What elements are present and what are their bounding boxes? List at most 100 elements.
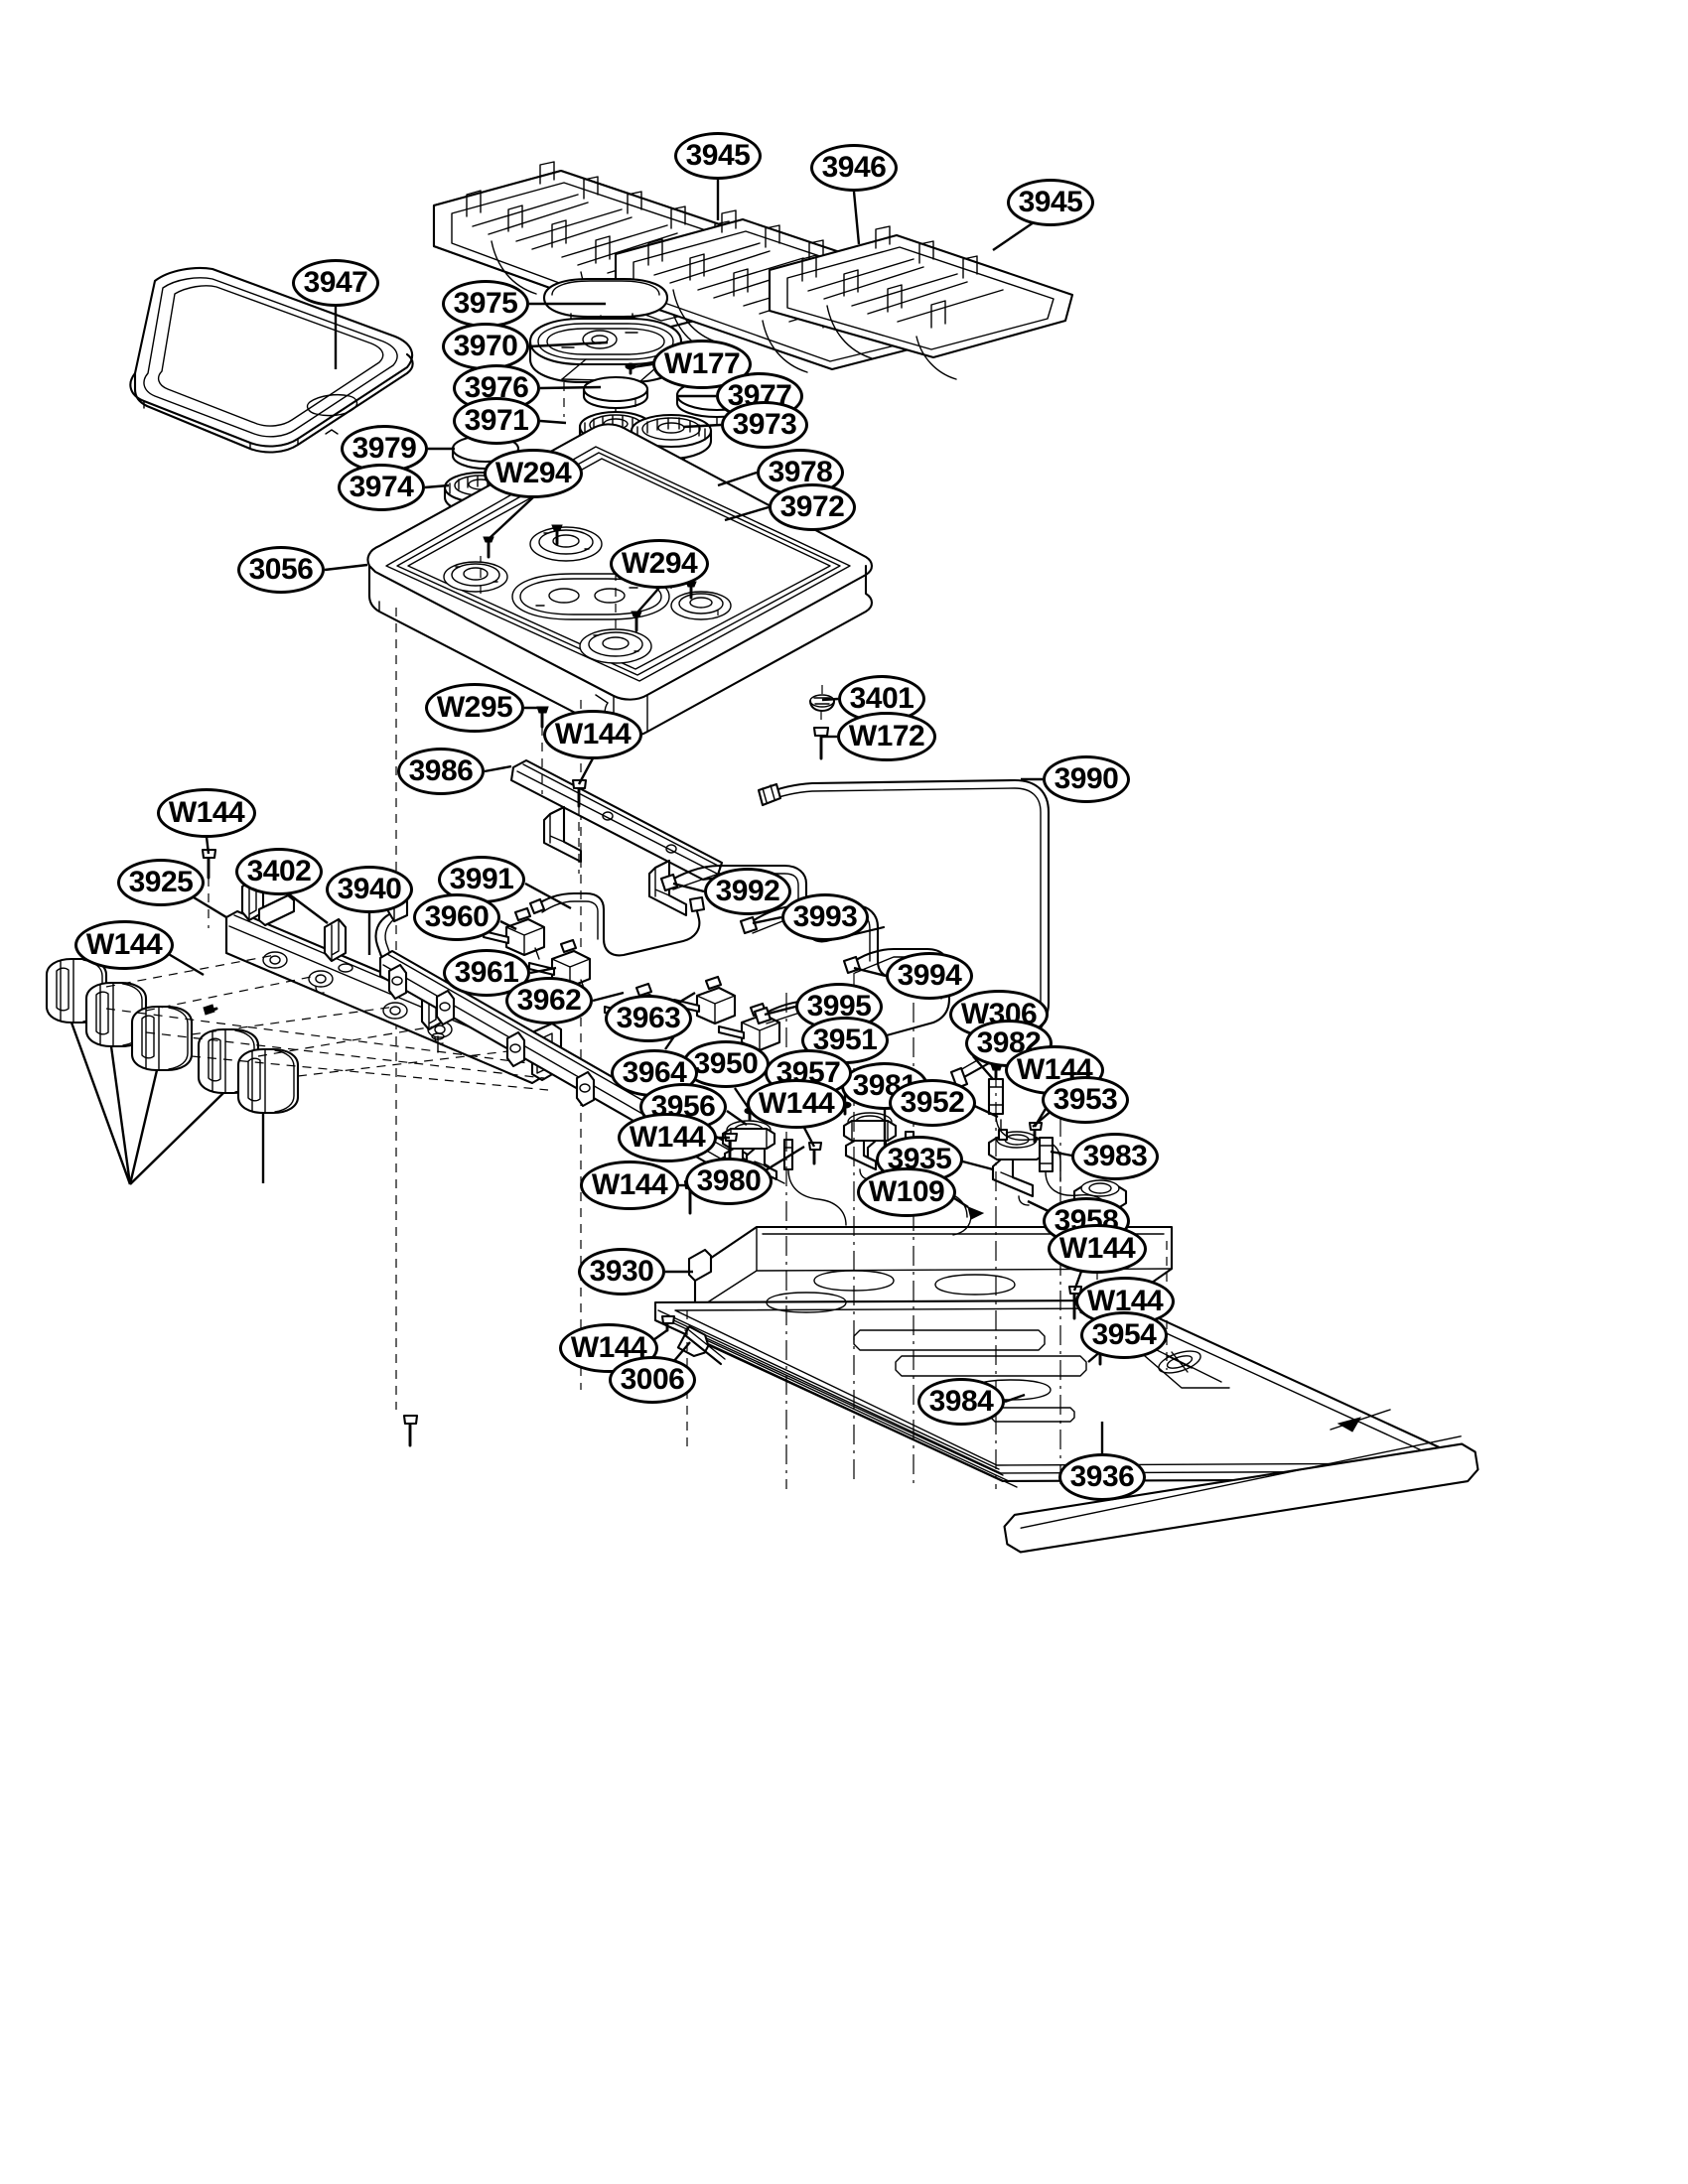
callout-3963[interactable]: 3963	[605, 995, 692, 1042]
screw-w144-manifold-c	[402, 1414, 419, 1447]
callout-w144[interactable]: W144	[543, 710, 642, 759]
callout-3947[interactable]: 3947	[292, 259, 379, 307]
callout-3970[interactable]: 3970	[442, 323, 529, 370]
leader-3946	[852, 191, 861, 245]
callout-3006[interactable]: 3006	[609, 1356, 696, 1404]
pan-slots	[766, 1270, 1087, 1423]
screw-w144-manifold-b	[203, 1004, 218, 1016]
cooktop-port-b	[529, 526, 603, 562]
leader-3961	[529, 966, 557, 975]
leader-w294	[488, 496, 534, 540]
callout-3056[interactable]: 3056	[237, 546, 325, 594]
callout-3991[interactable]: 3991	[438, 856, 525, 903]
callout-w294[interactable]: W294	[610, 539, 709, 589]
screw-w144-manifold-a	[201, 848, 217, 880]
callout-3990[interactable]: 3990	[1043, 755, 1130, 803]
callout-3925[interactable]: 3925	[117, 859, 205, 906]
cooktop-port-oval	[511, 573, 670, 620]
grate-right	[768, 225, 1074, 380]
leader-3974	[424, 483, 450, 489]
leader-3995	[764, 1005, 796, 1017]
screw-w294-c	[631, 611, 642, 632]
callout-w109[interactable]: W109	[857, 1167, 956, 1217]
leader-w177	[632, 362, 653, 369]
callout-3946[interactable]: 3946	[810, 144, 898, 192]
callout-3971[interactable]: 3971	[453, 397, 540, 445]
valve-3963	[672, 975, 737, 1025]
callout-w144[interactable]: W144	[157, 788, 256, 838]
screw-w172	[812, 726, 830, 760]
leader-3972	[724, 505, 770, 522]
callout-3962[interactable]: 3962	[505, 977, 593, 1024]
callout-w172[interactable]: W172	[837, 712, 936, 761]
callout-3975[interactable]: 3975	[442, 280, 529, 328]
callout-w144[interactable]: W144	[618, 1113, 717, 1162]
callout-3993[interactable]: 3993	[781, 893, 869, 941]
leader-3991	[524, 882, 572, 910]
leader-3973	[682, 423, 722, 429]
leader-3970	[528, 341, 609, 348]
callout-3974[interactable]: 3974	[338, 464, 425, 511]
leader-w144	[577, 757, 595, 785]
callout-3960[interactable]: 3960	[413, 893, 500, 941]
callout-3930[interactable]: 3930	[578, 1248, 665, 1296]
leader-w144	[205, 836, 211, 855]
leader-3006	[672, 1341, 691, 1363]
leader-3971	[539, 419, 567, 425]
callout-3972[interactable]: 3972	[769, 483, 856, 531]
clip-w109	[952, 1206, 985, 1236]
callout-3983[interactable]: 3983	[1071, 1133, 1159, 1180]
leader-3960	[499, 919, 517, 931]
callout-w144[interactable]: W144	[74, 920, 174, 970]
callout-3986[interactable]: 3986	[397, 748, 485, 795]
leader-3993	[752, 915, 782, 925]
callout-3952[interactable]: 3952	[889, 1079, 976, 1127]
callout-3992[interactable]: 3992	[704, 868, 791, 915]
leader-3980	[760, 1145, 805, 1175]
leader-3956	[726, 1110, 748, 1126]
callout-3980[interactable]: 3980	[685, 1158, 773, 1205]
leveling-cap-3401	[808, 694, 836, 713]
callout-3940[interactable]: 3940	[326, 866, 413, 913]
callout-w295[interactable]: W295	[425, 683, 524, 733]
callout-3936[interactable]: 3936	[1058, 1453, 1146, 1501]
callout-3945[interactable]: 3945	[1007, 179, 1094, 226]
callout-3402[interactable]: 3402	[235, 848, 323, 895]
knob-group	[45, 957, 300, 1115]
knob-leaders	[70, 1022, 265, 1185]
callout-3984[interactable]: 3984	[917, 1378, 1005, 1426]
cooktop-port-c	[579, 628, 652, 664]
callout-w294[interactable]: W294	[484, 449, 583, 498]
callout-3954[interactable]: 3954	[1080, 1311, 1168, 1359]
leader-3402	[287, 892, 329, 924]
callout-3953[interactable]: 3953	[1042, 1076, 1129, 1124]
callout-3973[interactable]: 3973	[721, 401, 808, 449]
cooktop-port-a	[443, 561, 508, 593]
leader-3978	[717, 471, 758, 487]
leader-3994	[853, 966, 887, 978]
burner-assy-3935	[987, 1063, 1061, 1206]
leader-3945	[992, 219, 1038, 251]
bracket-3402-a	[323, 917, 348, 963]
callout-3945[interactable]: 3945	[674, 132, 762, 180]
leader-w144	[802, 1127, 816, 1148]
callout-3994[interactable]: 3994	[886, 952, 973, 1000]
knob-5	[236, 1047, 300, 1115]
burner-cap-3976	[582, 375, 649, 419]
leader-3401	[821, 697, 839, 702]
screw-w144-3006	[660, 1314, 676, 1332]
cooktop-port-d	[670, 591, 732, 620]
knob-3	[130, 1005, 194, 1072]
callout-w144[interactable]: W144	[580, 1160, 679, 1210]
leader-3986	[484, 764, 512, 773]
callout-w144[interactable]: W144	[747, 1079, 846, 1129]
leader-3976	[539, 385, 602, 390]
lower-frame-rail	[1003, 1409, 1479, 1554]
leader-3992	[672, 882, 705, 893]
leader-3056	[324, 563, 368, 572]
griddle-plate	[129, 267, 414, 454]
screw-w144-assy-3957	[807, 1141, 823, 1165]
callout-w144[interactable]: W144	[1048, 1224, 1147, 1274]
leader-3962	[592, 991, 625, 1003]
